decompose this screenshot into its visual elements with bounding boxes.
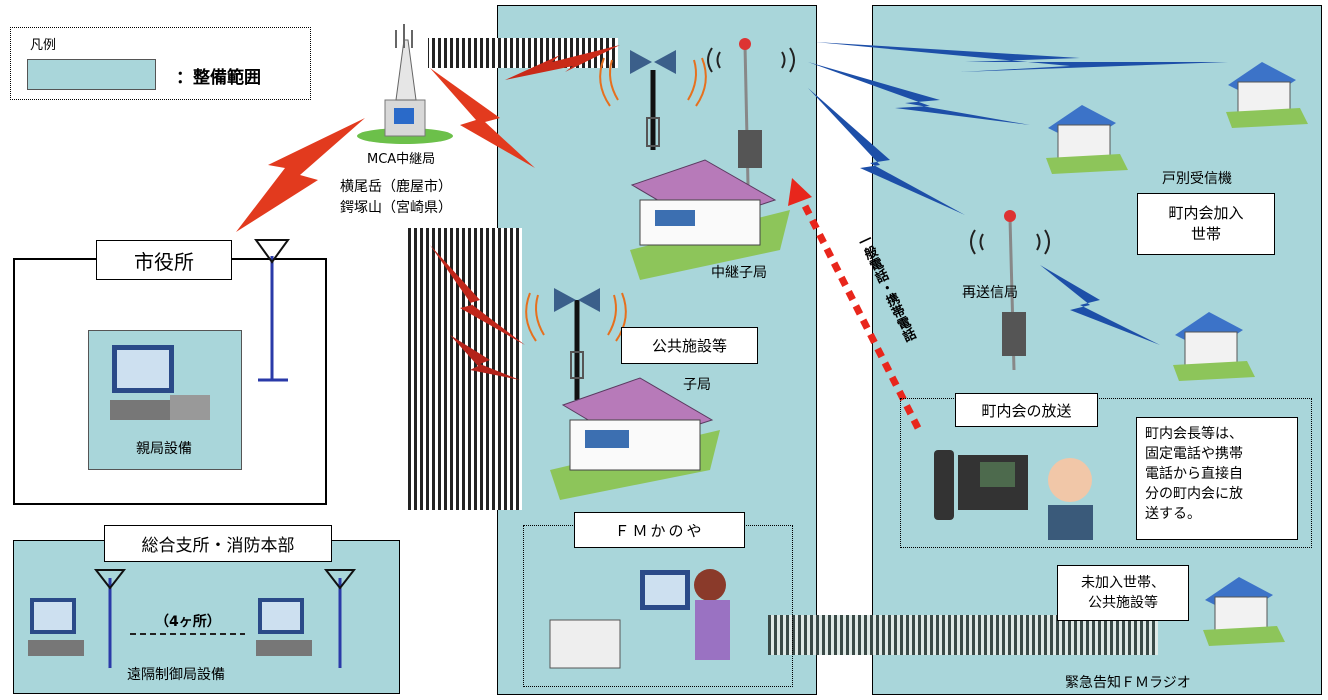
branch-count: （4ヶ所） — [155, 614, 221, 630]
branch-title: 総合支所・消防本部 — [104, 525, 332, 562]
branch-equipment-label: 遠隔制御局設備 — [127, 667, 225, 683]
broadcast-title: 町内会の放送 — [955, 393, 1098, 427]
household-receiver-label: 戸別受信機 — [1162, 171, 1232, 187]
member-households-line1: 町内会加入 — [1168, 204, 1244, 222]
signal-band-fm-bottom — [768, 615, 1158, 655]
fm-dotted-box — [523, 525, 793, 687]
branch-pc-left — [28, 598, 84, 656]
lightning-bolt-blue-1 — [815, 42, 1228, 72]
zone-branch — [13, 540, 400, 694]
lightning-bolt-top-band — [505, 45, 620, 80]
lightning-bolt-blue-2 — [808, 62, 1030, 125]
broadcast-desc-line: 固定電話や携帯 — [1145, 446, 1243, 462]
member-households-line2: 世帯 — [1190, 225, 1221, 243]
broadcast-desc-line: 送する。 — [1145, 506, 1201, 522]
relay-building — [630, 159, 790, 280]
city-hall-antenna — [254, 239, 290, 382]
legend-title: 凡例 — [30, 38, 57, 53]
broadcast-desc-line: 分の町内会に放 — [1145, 486, 1243, 502]
house-3 — [1173, 312, 1255, 381]
fm-radio-label: 緊急告知ＦＭラジオ — [1065, 675, 1191, 691]
signal-band-mca-top — [428, 38, 618, 68]
phone-signal-arrow-line — [796, 194, 922, 430]
public-facility-label: 公共施設等 — [621, 327, 758, 364]
relay-speaker-tower — [599, 50, 707, 150]
fm-operator-graphic — [549, 569, 730, 669]
broadcast-dotted-box — [900, 398, 1312, 548]
lightning-bolt-blue-4 — [1040, 265, 1160, 345]
retransmit-antenna — [970, 210, 1050, 371]
lightning-bolt-blue-3 — [808, 88, 965, 215]
non-member-line1: 未加入世帯、 — [1081, 575, 1165, 591]
mca-tower-graphic — [357, 24, 453, 144]
lightning-bolt-mca-left — [236, 118, 365, 232]
legend-swatch — [27, 59, 156, 90]
member-households-box: 町内会加入 世帯 — [1137, 193, 1275, 255]
lightning-bolt-child-left2 — [450, 335, 520, 380]
house-2 — [1046, 105, 1128, 174]
mca-site-1: 横尾岳（鹿屋市） — [340, 179, 452, 195]
phones-and-speaker-graphic — [934, 450, 1093, 540]
mca-site-2: 鍔塚山（宮崎県） — [340, 200, 452, 216]
broadcast-desc-line: 電話から直接自 — [1145, 466, 1243, 482]
non-member-line2: 公共施設等 — [1088, 595, 1158, 611]
broadcast-description: 町内会長等は、 固定電話や携帯 電話から直接自 分の町内会に放 送する。 — [1136, 417, 1298, 540]
child-station-label: 子局 — [683, 377, 711, 393]
signal-band-left-vertical — [406, 228, 522, 510]
parent-station-pc — [110, 345, 210, 420]
relay-child-label: 中継子局 — [711, 265, 767, 281]
relay-antenna-top — [707, 38, 795, 186]
phone-signal-arrowhead — [788, 178, 812, 206]
branch-pc-right — [256, 598, 312, 656]
mca-name: MCA中継局 — [367, 152, 436, 167]
legend-item-label: ：整備範囲 — [176, 68, 261, 88]
branch-antenna-right — [323, 569, 357, 668]
lightning-bolt-mca-right — [430, 68, 535, 168]
retransmit-label: 再送信局 — [962, 285, 1018, 301]
city-hall-title: 市役所 — [96, 240, 232, 280]
broadcast-desc-line: 町内会長等は、 — [1145, 426, 1243, 442]
branch-antenna-left — [93, 569, 127, 668]
fm-station-label: ＦＭかのや — [574, 512, 745, 548]
child-speaker-tower — [525, 288, 627, 400]
child-building — [550, 377, 720, 500]
house-4 — [1203, 577, 1285, 646]
non-member-box: 未加入世帯、 公共施設等 — [1057, 565, 1189, 621]
city-hall-equipment-label: 親局設備 — [136, 441, 192, 457]
house-1 — [1226, 62, 1308, 128]
